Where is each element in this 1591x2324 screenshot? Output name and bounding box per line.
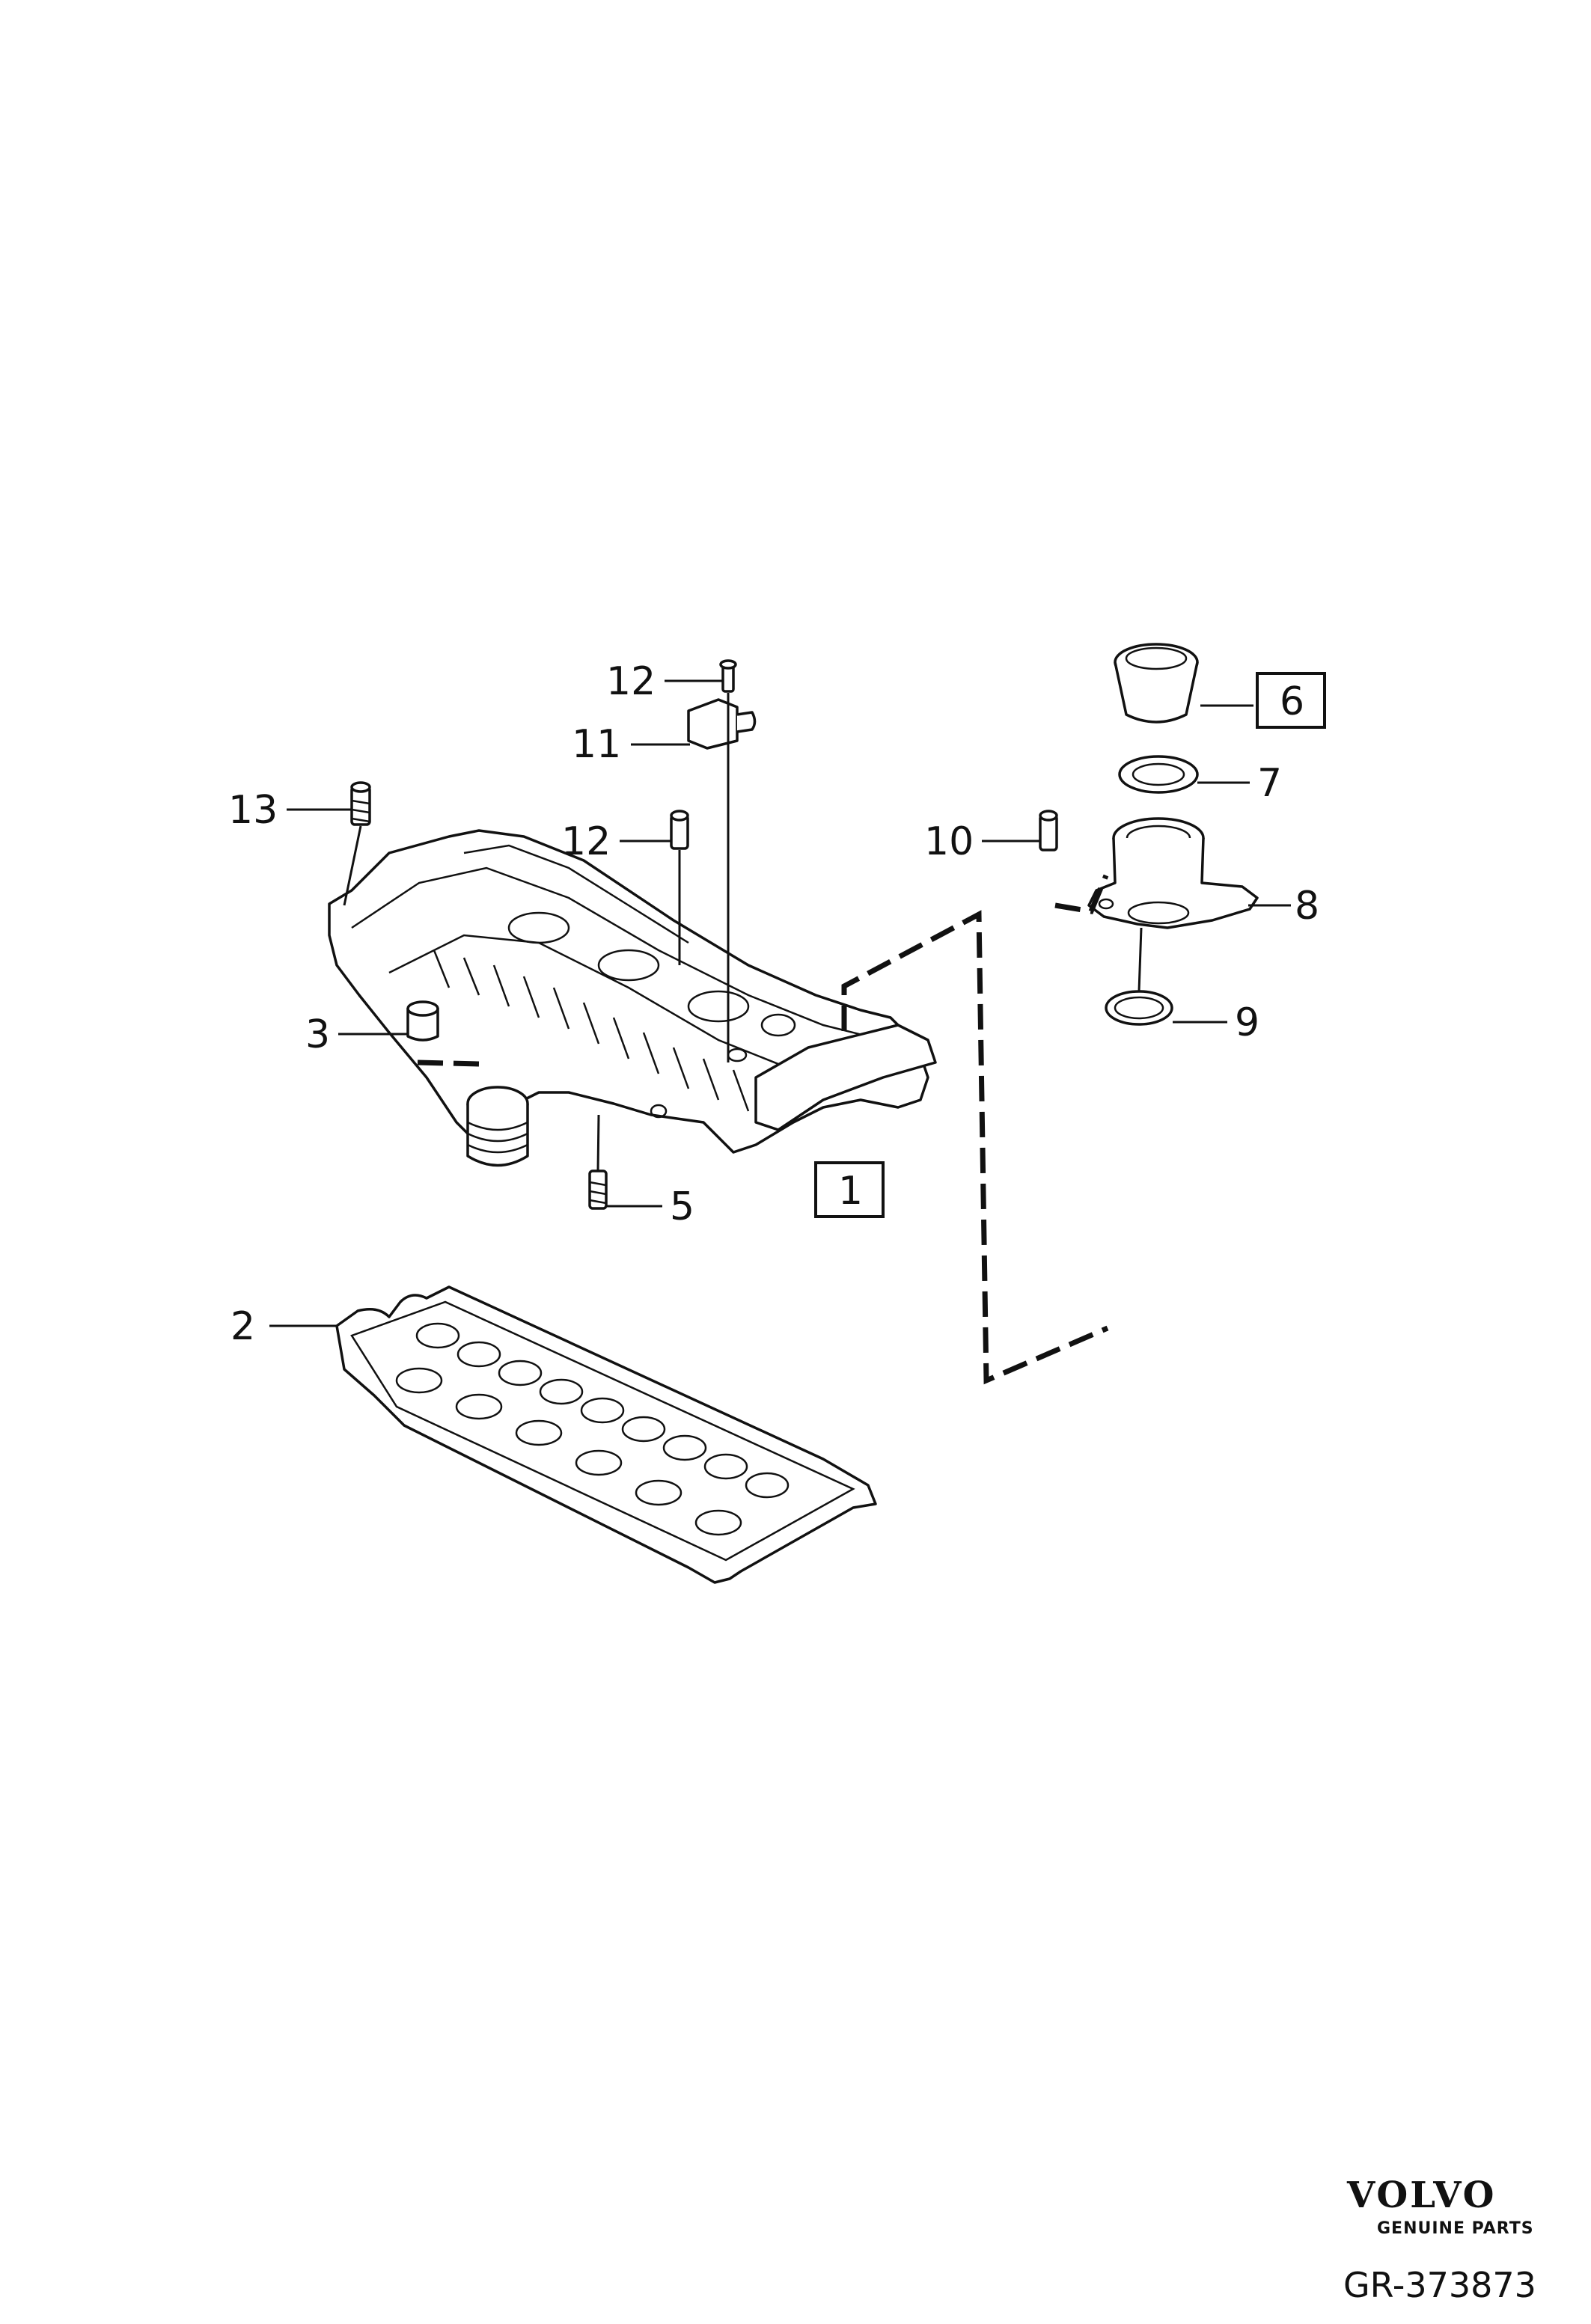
valve-cover-drawing: [328, 829, 937, 1167]
leader-lines: [269, 679, 1291, 1327]
callout-8: 8: [1295, 884, 1319, 929]
callout-6: 6: [1280, 679, 1304, 724]
callout-12-lower: 12: [561, 819, 611, 864]
callout-9: 9: [1235, 1000, 1259, 1045]
callout-11: 11: [572, 722, 621, 767]
filler-neck-part: [1087, 817, 1259, 929]
screw-12-upper-part: [719, 659, 737, 693]
callout-5: 5: [670, 1184, 694, 1229]
callout-7: 7: [1257, 761, 1282, 806]
valve-cover-gasket-drawing: [335, 1285, 877, 1584]
callout-1-box: [814, 1161, 885, 1218]
oil-filler-cap-part: [1114, 643, 1199, 724]
callout-6-box: [1256, 672, 1326, 729]
screw-12-lower-part: [670, 810, 689, 850]
grommet-part: [406, 1000, 439, 1042]
callout-12-upper: 12: [606, 659, 656, 704]
bolt-10-part: [1039, 810, 1058, 851]
callout-3: 3: [305, 1012, 330, 1057]
callout-2: 2: [230, 1304, 255, 1349]
genuine-parts-text: GENUINE PARTS: [1377, 2219, 1534, 2238]
o-ring-part: [1105, 990, 1173, 1026]
diagram-reference: GR-373873: [1343, 2265, 1536, 2305]
volvo-logo-text: VOLVO: [1346, 2174, 1496, 2216]
callout-10: 10: [924, 819, 974, 864]
bolt-13-part: [350, 781, 371, 826]
bolt-5-part: [588, 1169, 608, 1210]
dashed-connections: [417, 874, 1109, 1385]
callout-1: 1: [838, 1169, 863, 1214]
sensor-part: [687, 698, 757, 750]
callout-13: 13: [228, 788, 278, 833]
seal-ring-part: [1118, 755, 1199, 794]
